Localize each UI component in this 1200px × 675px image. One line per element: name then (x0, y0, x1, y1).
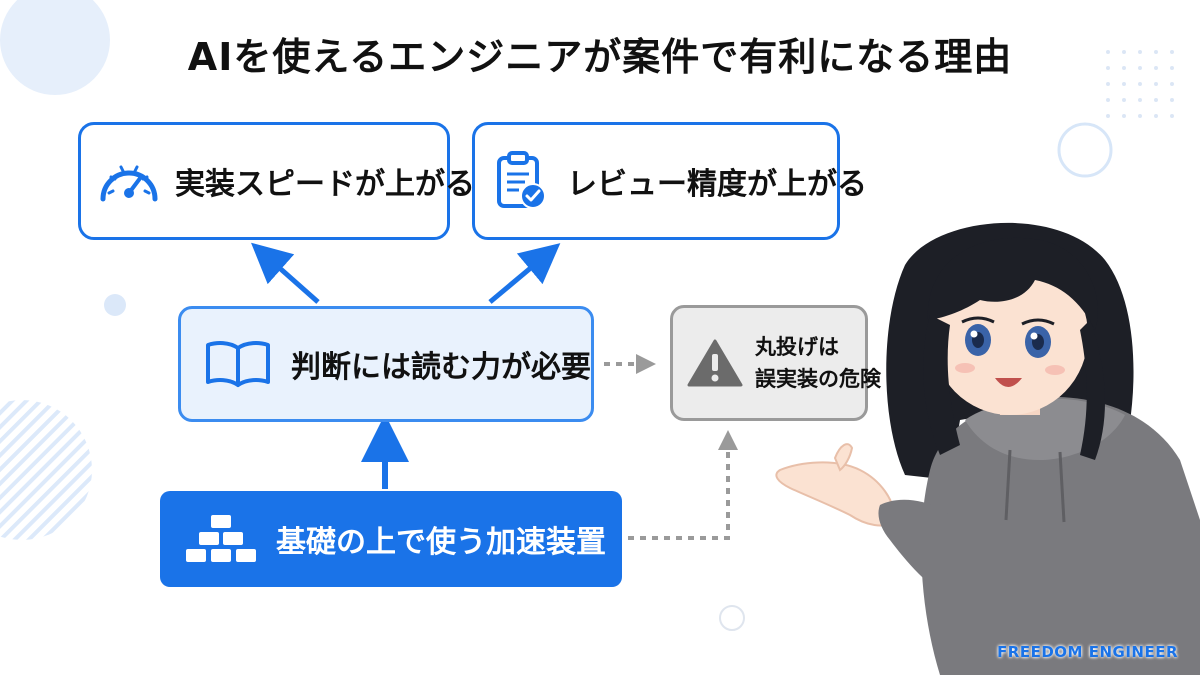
character-sleeve (878, 499, 955, 600)
speedometer-icon (97, 153, 161, 209)
node-foundation-label: 基礎の上で使う加速装置 (276, 525, 606, 560)
character-illustration (775, 222, 1200, 675)
clipboard-check-icon (495, 150, 549, 212)
node-warning-label-line1: 丸投げは (755, 335, 839, 359)
character-hand (775, 461, 897, 527)
node-speed: 実装スピードが上がる (78, 122, 475, 240)
decor-dots-right (1100, 48, 1186, 128)
node-review: レビュー精度が上がる (472, 122, 867, 240)
node-speed-label: 実装スピードが上がる (175, 167, 475, 202)
node-judgement: 判断には読む力が必要 (178, 306, 594, 422)
brand-logo: FREEDOM ENGINEER (997, 643, 1178, 661)
character-mouth (995, 378, 1022, 387)
node-warning: 丸投げは 誤実装の危険 (670, 305, 881, 421)
arrow-judgement-to-speed (251, 242, 320, 304)
arrow-foundation-to-warning (628, 430, 738, 540)
character-hoodie (921, 396, 1200, 675)
node-judgement-label: 判断には読む力が必要 (291, 350, 591, 385)
decor-ring-right (1057, 122, 1113, 178)
arrow-judgement-to-review (488, 243, 561, 304)
decor-dot-small (104, 294, 126, 316)
open-book-icon (203, 338, 273, 390)
node-warning-label-line2: 誤実装の危険 (755, 367, 881, 391)
node-warning-label: 丸投げは 誤実装の危険 (755, 331, 881, 395)
warning-icon (687, 338, 743, 388)
stacked-blocks-icon (182, 513, 260, 565)
decor-striped-circle (0, 400, 92, 540)
character-bangs (927, 237, 1098, 330)
decor-circle-top-left (0, 0, 110, 95)
node-foundation: 基礎の上で使う加速装置 (160, 491, 622, 587)
page-title: AIを使えるエンジニアが案件で有利になる理由 (187, 35, 1013, 79)
node-review-label: レビュー精度が上がる (567, 167, 867, 202)
decor-ring-bottom (719, 605, 745, 631)
